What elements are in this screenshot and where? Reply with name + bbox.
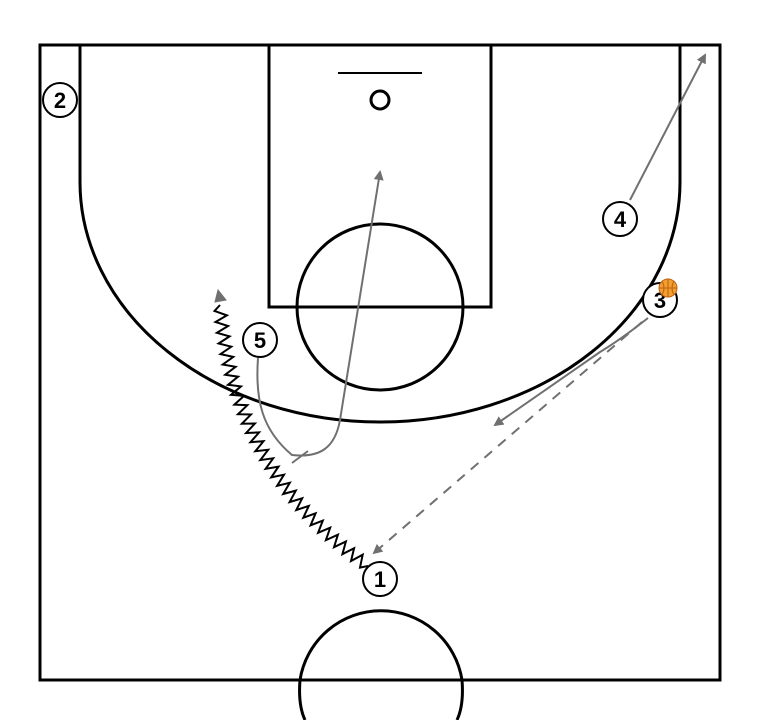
ball-icon xyxy=(658,278,678,298)
center-circle xyxy=(298,609,464,681)
key-paint xyxy=(267,43,493,309)
center-circle-lower-right xyxy=(455,679,464,720)
player-4-label: 4 xyxy=(614,207,627,232)
rim xyxy=(369,89,391,111)
cut-5-roll-to-basket xyxy=(256,170,384,457)
player-5: 5 xyxy=(242,322,278,358)
cut-4-to-corner xyxy=(629,53,706,201)
player-4: 4 xyxy=(602,201,638,237)
player-5-label: 5 xyxy=(254,328,266,353)
cut-3-to-wing xyxy=(493,317,649,427)
three-point-arc xyxy=(78,181,682,424)
pass-3-to-1 xyxy=(372,321,643,555)
free-throw-circle xyxy=(295,222,465,392)
screen-5 xyxy=(291,450,309,464)
player-1-label: 1 xyxy=(374,567,386,592)
dribble-1-arrow xyxy=(214,288,227,303)
court-lines xyxy=(38,43,722,720)
actions xyxy=(212,53,706,569)
dribble-1 xyxy=(212,304,369,569)
player-2-label: 2 xyxy=(54,88,66,113)
center-circle-lower xyxy=(298,679,307,720)
player-1: 1 xyxy=(362,561,398,597)
player-2: 2 xyxy=(42,82,78,118)
